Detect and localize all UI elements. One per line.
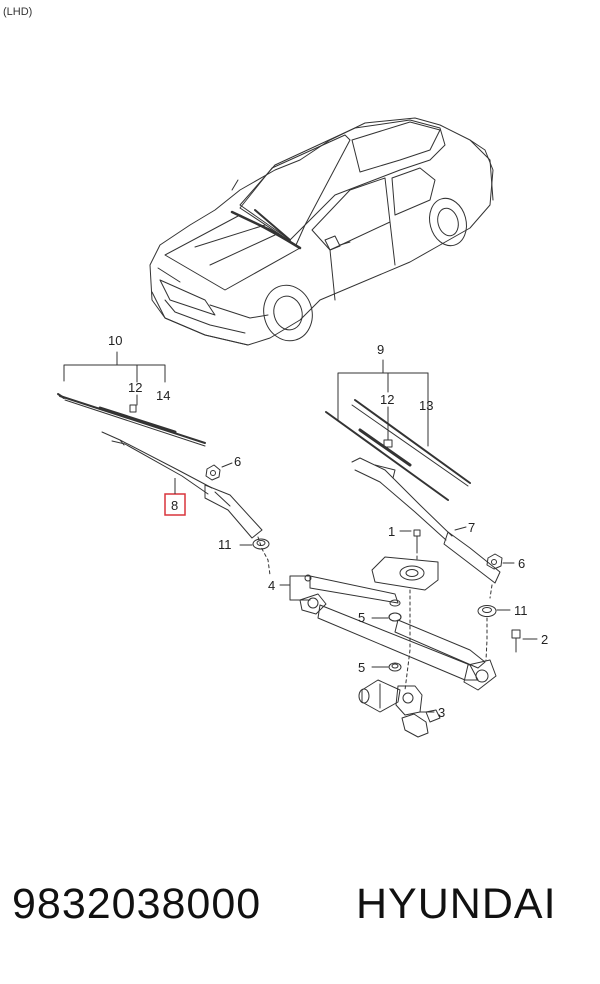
brand-name: HYUNDAI [356, 880, 557, 928]
callout-8: 8 [171, 498, 178, 513]
callout-2: 2 [541, 632, 548, 647]
callout-11: 11 [514, 603, 528, 618]
callout-14: 14 [156, 388, 170, 403]
wiper-linkage [299, 556, 497, 691]
callout-13: 13 [419, 398, 433, 413]
callout-5: 5 [358, 610, 365, 625]
bolt-2 [511, 629, 521, 653]
bush-upper [388, 612, 402, 622]
callout-labels: 10 12 14 6 8 11 9 12 13 1 7 6 4 5 11 2 5… [108, 333, 548, 720]
callout-4: 4 [268, 578, 275, 593]
callout-11: 11 [218, 537, 232, 552]
callout-6: 6 [518, 556, 525, 571]
washer-left [252, 538, 270, 550]
wiper-motor [358, 679, 441, 738]
washer-right [477, 605, 497, 617]
wiper-arm-left [101, 431, 263, 539]
callout-10: 10 [108, 333, 122, 348]
callout-3: 3 [438, 705, 445, 720]
callout-12: 12 [380, 392, 394, 407]
wiper-arm-right [351, 457, 501, 584]
car-illustration [149, 117, 494, 346]
callout-12: 12 [128, 380, 142, 395]
nut-left [205, 464, 221, 481]
bush-lower [388, 662, 402, 672]
wiper-blade-left [57, 393, 206, 447]
nut-right [486, 553, 503, 570]
wiper-blade-right [325, 399, 471, 501]
callout-5: 5 [358, 660, 365, 675]
bolt-1 [413, 529, 421, 551]
callout-7: 7 [468, 520, 475, 535]
variant-label: (LHD) [3, 6, 33, 18]
callout-1: 1 [388, 524, 395, 539]
part-number: 9832038000 [12, 880, 262, 928]
callout-6: 6 [234, 454, 241, 469]
callout-9: 9 [377, 342, 384, 357]
